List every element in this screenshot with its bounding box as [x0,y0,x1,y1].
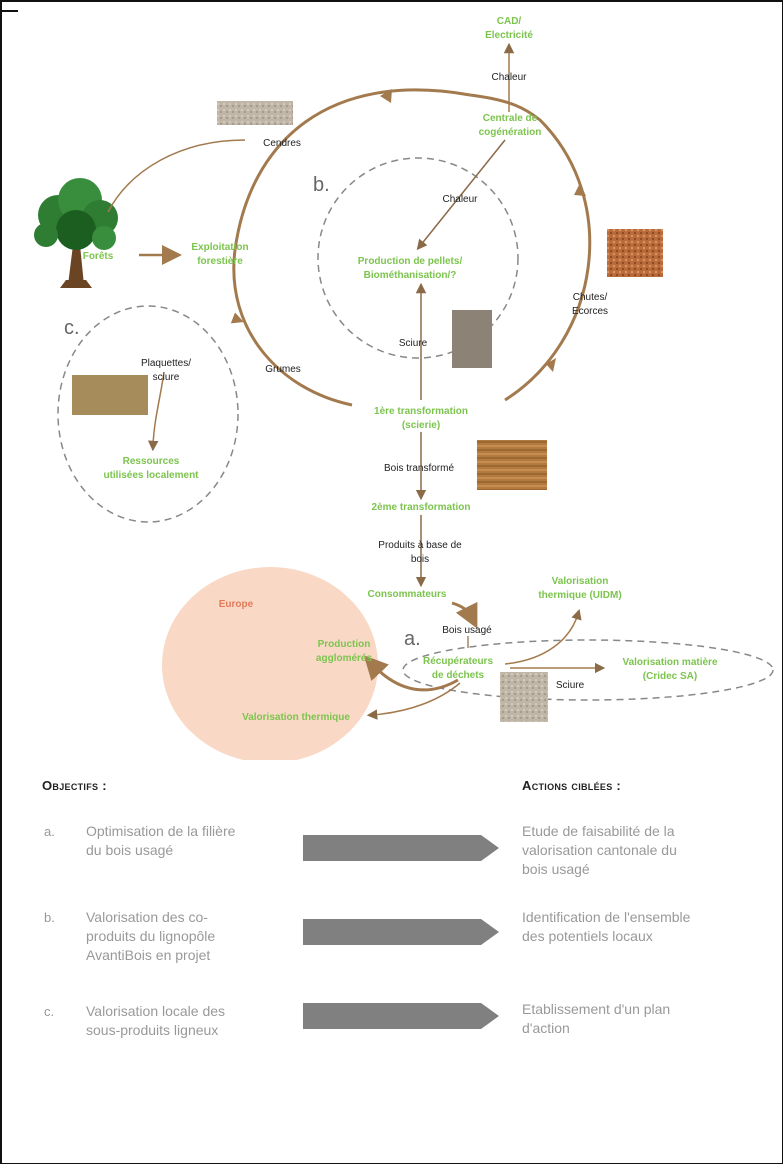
label-sciure-low: Sciure [556,680,585,691]
row-c-action-line1: Etablissement d'un plan [522,1001,671,1017]
node-production-agglo-line2: agglomérés [316,653,373,664]
row-a-action-line1: Etude de faisabilité de la [522,823,675,839]
row-b-objective-line1: Valorisation des co- [86,909,208,925]
row-b-arrow [303,919,499,945]
row-b-action-line2: des potentiels locaux [522,928,653,944]
node-exploitation-line2: forestière [197,256,243,267]
label-chutes-line1: Chutes/ [573,292,608,303]
arrow-chaleur-to-pellets [416,139,506,251]
label-chutes-line2: Ecorces [572,306,608,317]
row-a-letter: a. [44,824,55,839]
dashed-circle-c [57,305,239,523]
row-c-action: Etablissement d'un plan d'action [522,1000,772,1038]
label-chaleur-top: Chaleur [491,72,527,83]
main-cycle-arc-right [469,93,592,402]
cycle-arrowhead-right-upper [574,183,586,196]
label-plaquettes-line1: Plaquettes/ [141,358,191,369]
label-cendres: Cendres [263,138,301,149]
label-letter-a: a. [404,628,421,650]
row-a-action-line2: valorisation cantonale du [522,842,677,858]
lumber-photo [477,440,547,490]
row-b-letter: b. [44,910,55,925]
row-c-objective-line2: sous-produits ligneux [86,1022,219,1038]
sawdust-pile-photo [452,310,492,368]
node-centrale-line1: Centrale de [483,113,538,124]
arrow-plaquettes-to-ressources [147,371,165,452]
europe-zone [162,567,378,760]
node-valo-thermique: Valorisation thermique [242,712,350,723]
row-b-objective-line3: AvantiBois en projet [86,947,211,963]
ash-photo [217,101,293,125]
dashed-circle-a [402,639,774,701]
row-b-action: Identification de l'ensemble des potenti… [522,908,772,946]
node-cad: CAD/ [497,16,522,27]
cycle-arrowhead-right-lower [546,358,556,372]
cycle-arrowhead-left [230,312,244,324]
node-valo-uidm-line1: Valorisation [552,576,609,587]
actions-heading: Actions ciblées : [522,778,622,793]
row-a-objective-line1: Optimisation de la filière [86,823,236,839]
node-transfo1-line2: (scierie) [402,420,440,431]
label-plaquettes-line2: sciure [153,372,180,383]
node-ressources-line1: Ressources [123,456,180,467]
arrow-cendres-to-forest [107,139,246,213]
row-a-arrow [303,835,499,861]
node-centrale-line2: cogénération [479,127,542,138]
arrow-recuperateurs-to-uidm [504,608,582,665]
label-letter-c: c. [64,317,80,339]
wood-value-chain-diagram: b. c. a. CAD/ Electricité Chaleur Centra… [34,16,774,760]
node-recuperateurs-line1: Récupérateurs [423,656,493,667]
node-valo-matiere-line1: Valorisation matière [622,657,717,668]
node-production-agglo-line1: Production [318,639,371,650]
node-forets: Forêts [83,251,114,262]
tree-icon [34,178,118,288]
arrow-consommateurs-to-bois-usage [451,601,478,629]
row-b-objective: Valorisation des co- produits du lignopô… [86,908,286,965]
node-valo-matiere-line2: (Cridec SA) [643,671,697,682]
row-c-action-line2: d'action [522,1020,570,1036]
bark-chips-photo [607,229,663,277]
node-consommateurs: Consommateurs [368,589,447,600]
row-b-action-line1: Identification de l'ensemble [522,909,691,925]
node-ressources-line2: utilisées localement [103,470,199,481]
node-transfo1-line1: 1ère transformation [374,406,468,417]
arrow-recuperateurs-to-valo-thermique [366,682,461,720]
sawdust-photo [500,672,548,722]
row-c-objective: Valorisation locale des sous-produits li… [86,1002,286,1040]
wood-chips-photo [72,375,148,415]
label-letter-b: b. [313,174,330,196]
row-c-letter: c. [44,1004,55,1019]
label-chaleur-mid: Chaleur [442,194,478,205]
label-bois-usage: Bois usagé [442,625,492,636]
row-c-objective-line1: Valorisation locale des [86,1003,226,1019]
node-electricite: Electricité [485,30,533,41]
label-produits-line1: Produits à base de [378,540,462,551]
arrow-recuperateurs-to-agglomeres [363,655,459,692]
row-a-action-line3: bois usagé [522,861,590,877]
node-valo-uidm-line2: thermique (UIDM) [538,590,621,601]
label-grumes: Grumes [265,364,301,375]
row-a-objective: Optimisation de la filière du bois usagé [86,822,286,860]
label-produits-line2: bois [411,554,429,565]
row-c-arrow [303,1003,499,1029]
dashed-circle-b [317,157,519,359]
label-europe: Europe [219,599,254,610]
row-b-objective-line2: produits du lignopôle [86,928,216,944]
label-bois-transforme: Bois transformé [384,463,454,474]
node-production-pellets-line1: Production de pellets/ [358,256,463,267]
cycle-arrowhead-top [380,89,392,103]
main-cycle-arc-left [232,88,471,407]
node-recuperateurs-line2: de déchets [432,670,485,681]
corner-mark [0,0,18,12]
objectifs-heading: Objectifs : [42,778,107,793]
node-production-pellets-line2: Biométhanisation/? [364,270,457,281]
row-a-action: Etude de faisabilité de la valorisation … [522,822,772,879]
node-exploitation-line1: Exploitation [191,242,248,253]
row-a-objective-line2: du bois usagé [86,842,174,858]
node-transfo2: 2ème transformation [372,502,471,513]
label-sciure-mid: Sciure [399,338,428,349]
